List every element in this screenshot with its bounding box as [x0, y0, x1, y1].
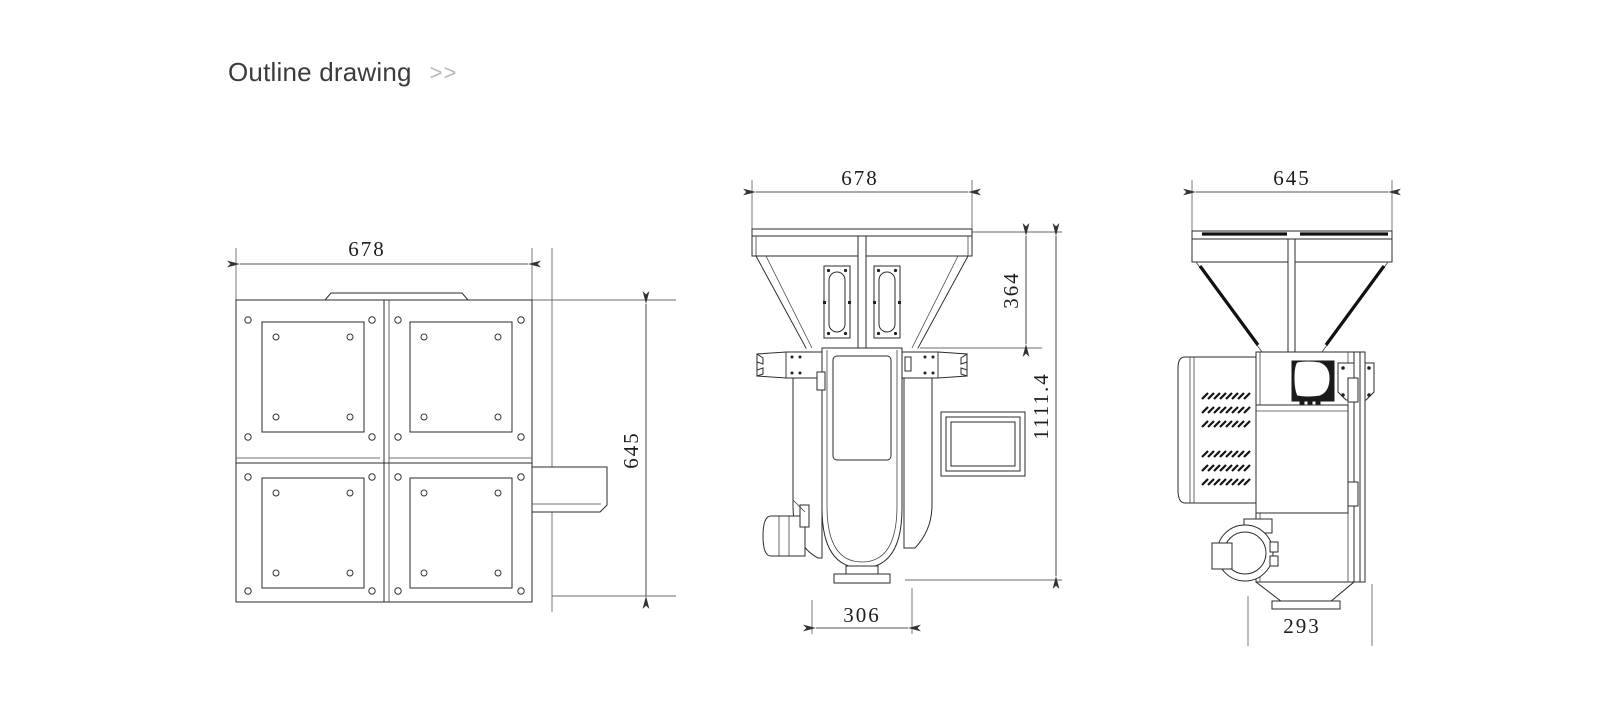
front-view-motor-mount [800, 505, 809, 527]
top-view-panel-tl [262, 322, 364, 432]
front-view-discharge-flange [834, 566, 890, 583]
front-view-dim-678-label: 678 [841, 166, 879, 190]
side-view-bottom-flange [1272, 601, 1340, 609]
page-title: Outline drawing >> [228, 57, 457, 88]
top-view-panel-br [410, 478, 512, 588]
side-view-dim-645-label: 645 [1273, 166, 1311, 190]
side-view-inner-face [1256, 405, 1348, 513]
front-view-hopper-left [756, 256, 806, 348]
front-view-motor [763, 516, 805, 556]
top-view-group: 678 645 [227, 237, 676, 612]
side-view-group: 645 [1178, 166, 1401, 646]
side-view-motor-blower [1212, 519, 1278, 581]
side-view-center-divider [1288, 239, 1295, 352]
side-view-dim-293-label: 293 [1283, 614, 1321, 638]
top-view-holes-inner [272, 333, 502, 577]
top-view-lid-strip [325, 293, 468, 300]
top-view-panel-group [262, 322, 512, 588]
side-view-inlet-port [1291, 360, 1335, 406]
top-view-dim-678-label: 678 [348, 237, 386, 261]
front-view-left-bracket [757, 352, 822, 378]
front-view-door-panel [833, 356, 891, 460]
side-view-louver-rows [1201, 392, 1251, 486]
top-view-panel-bl [262, 478, 364, 588]
front-view-hmi-display[interactable] [941, 412, 1025, 476]
side-view-hopper-left-heavy [1198, 265, 1260, 346]
top-view-panel-tr [410, 322, 512, 432]
double-chevron-right-icon[interactable]: >> [429, 59, 458, 85]
front-view-top-cap [752, 229, 972, 236]
page-title-label: Outline drawing [228, 57, 412, 87]
front-view-dim-364-label: 364 [999, 271, 1023, 309]
top-view-dim-645-label: 645 [619, 431, 643, 469]
front-view-body-right-bulge [904, 356, 932, 548]
front-view-group: 678 364 1111.4 306 [743, 166, 1062, 634]
front-view-center-divider [858, 236, 866, 348]
front-view-left-latch [817, 372, 825, 390]
side-view-hopper-right-heavy [1324, 265, 1386, 346]
side-view-bottom-cone [1256, 582, 1354, 602]
side-view-right-rails [1348, 352, 1365, 582]
front-view-sight-glass-right [873, 266, 901, 338]
front-view-dim-306-label: 306 [843, 603, 881, 627]
front-view-sight-glass-left [823, 266, 851, 338]
top-view-holes-outer [244, 316, 525, 595]
front-view-hopper-right [918, 256, 968, 348]
side-view-louver-panel [1178, 357, 1256, 503]
front-view-dim-1111-label: 1111.4 [1029, 372, 1053, 439]
front-view-right-bracket [902, 352, 967, 378]
top-view-side-box [532, 467, 607, 512]
